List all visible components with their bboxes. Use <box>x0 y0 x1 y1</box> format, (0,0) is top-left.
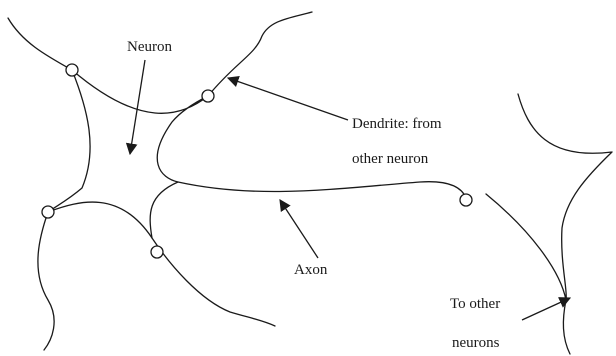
right-neuron-tail <box>562 299 571 355</box>
lower-dendrite <box>151 237 276 327</box>
dendrite-arrow <box>226 75 349 121</box>
neuron-label: Neuron <box>127 39 172 55</box>
synapse-node <box>150 245 164 259</box>
synapse-node <box>41 205 55 219</box>
right-neuron <box>485 93 613 355</box>
axon-terminal-node <box>459 193 473 207</box>
to-other-label-line2: neurons <box>452 335 500 351</box>
lower-left-dendrite <box>37 211 55 351</box>
left-neuron <box>7 11 473 351</box>
upper-left-dendrite <box>7 17 73 71</box>
to-other-neurons-arrow <box>521 297 572 321</box>
axon-path <box>177 181 467 199</box>
synapse-node <box>65 63 79 77</box>
top-dendrite <box>207 11 313 97</box>
to-other-label-line1: To other <box>450 296 500 312</box>
cell-body-outline <box>47 69 209 239</box>
right-neuron-outline <box>485 93 613 301</box>
neuron-arrow <box>125 59 146 156</box>
axon-label: Axon <box>294 262 328 278</box>
synapse-node <box>201 89 215 103</box>
axon-arrow <box>279 199 319 259</box>
dendrite-label-line1: Dendrite: from <box>352 116 442 132</box>
dendrite-label-line2: other neuron <box>352 151 429 167</box>
